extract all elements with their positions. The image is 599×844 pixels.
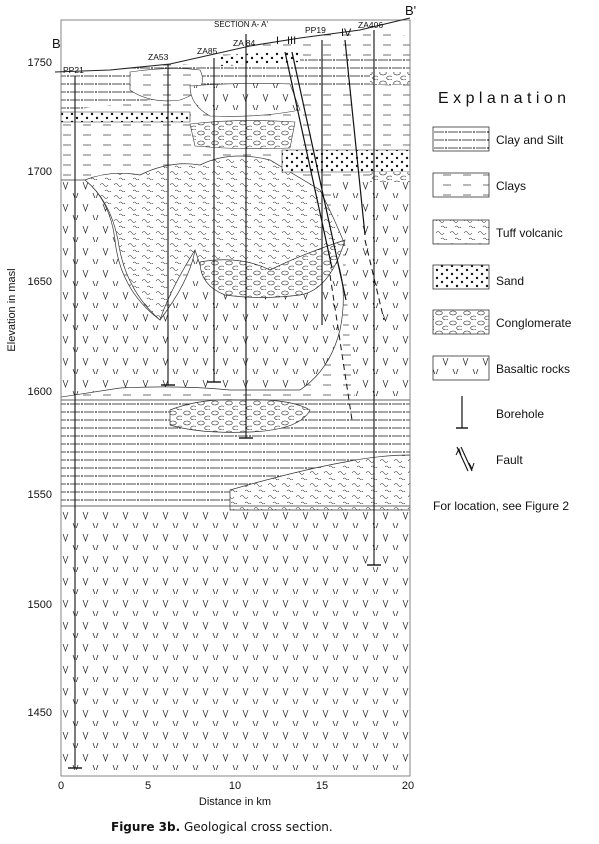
fault-label-iii: III xyxy=(287,35,296,47)
legend-swatch-basalt xyxy=(432,355,490,381)
section-end-right: B' xyxy=(405,3,416,18)
legend-note: For location, see Figure 2 xyxy=(433,499,569,513)
x-tick: 5 xyxy=(145,780,151,792)
x-tick: 0 xyxy=(58,780,64,792)
sand-band-right xyxy=(281,149,410,173)
conglomerate-lens-1650 xyxy=(199,239,346,298)
borehole-label-pp21: PP21 xyxy=(63,65,84,75)
x-tick: 20 xyxy=(402,780,414,792)
right-basalt-block xyxy=(330,180,410,400)
borehole-icon xyxy=(456,396,468,429)
lower-tuff-lens xyxy=(230,455,410,510)
x-tick: 10 xyxy=(229,780,241,792)
borehole-label-za406: ZA406 xyxy=(358,20,383,30)
y-tick: 1750 xyxy=(28,57,52,69)
y-tick: 1550 xyxy=(28,489,52,501)
legend-label: Borehole xyxy=(496,407,544,421)
section-layers xyxy=(61,20,410,776)
lower-basalt-layer xyxy=(61,506,410,776)
legend-label: Fault xyxy=(496,453,523,467)
y-axis: 1750 1700 1650 1600 1550 1500 1450 xyxy=(28,57,52,719)
y-tick: 1650 xyxy=(28,276,52,288)
legend-label: Clay and Silt xyxy=(496,133,564,147)
legend-swatch-clay-silt xyxy=(432,126,490,152)
sand-band-top xyxy=(220,52,300,66)
borehole-label-za85: ZA85 xyxy=(197,46,218,56)
sand-band-left xyxy=(61,111,191,123)
section-end-left: B xyxy=(52,36,61,51)
borehole-label-za84: ZA 84 xyxy=(233,38,255,48)
legend-swatch-tuff xyxy=(432,219,490,245)
conglomerate-right-small xyxy=(370,172,410,182)
faults xyxy=(284,39,385,421)
borehole-label-pp19: PP19 xyxy=(305,25,326,35)
caption-text: Geological cross section. xyxy=(180,820,333,834)
legend-swatch-sand xyxy=(432,264,490,290)
legend-label: Basaltic rocks xyxy=(496,362,570,376)
x-axis-label: Distance in km xyxy=(199,796,271,808)
y-tick: 1450 xyxy=(28,707,52,719)
upper-basalt-lens xyxy=(189,83,301,117)
legend-swatch-conglomerate xyxy=(432,309,490,335)
figure-caption: Figure 3b. Geological cross section. xyxy=(0,820,599,834)
section-title: SECTION A- A' xyxy=(214,20,268,29)
borehole-label-za53: ZA53 xyxy=(148,52,169,62)
y-tick: 1600 xyxy=(28,386,52,398)
boreholes xyxy=(68,30,381,769)
y-tick: 1700 xyxy=(28,166,52,178)
legend-label: Sand xyxy=(496,274,524,288)
conglomerate-top-right xyxy=(370,72,410,84)
y-tick: 1500 xyxy=(28,599,52,611)
section-frame xyxy=(60,19,411,777)
caption-label: Figure 3b. xyxy=(111,820,181,834)
conglomerate-upper xyxy=(189,120,296,149)
legend-title: E x p l a n a t i o n xyxy=(438,90,566,107)
x-axis: 0 5 10 15 20 xyxy=(58,780,414,792)
fault-icon xyxy=(455,446,475,472)
legend-swatch-clays xyxy=(432,172,490,198)
fault-label-i: I xyxy=(276,35,279,47)
y-axis-label: Elevation in masl xyxy=(6,268,18,351)
x-tick: 15 xyxy=(316,780,328,792)
legend-label: Clays xyxy=(496,179,526,193)
fault-label-iv: IV xyxy=(341,27,352,39)
legend-label: Conglomerate xyxy=(496,316,572,330)
legend-label: Tuff volcanic xyxy=(496,226,563,240)
topography-line xyxy=(54,17,411,73)
legend: E x p l a n a t i o n Clay and Silt Clay… xyxy=(432,90,572,513)
